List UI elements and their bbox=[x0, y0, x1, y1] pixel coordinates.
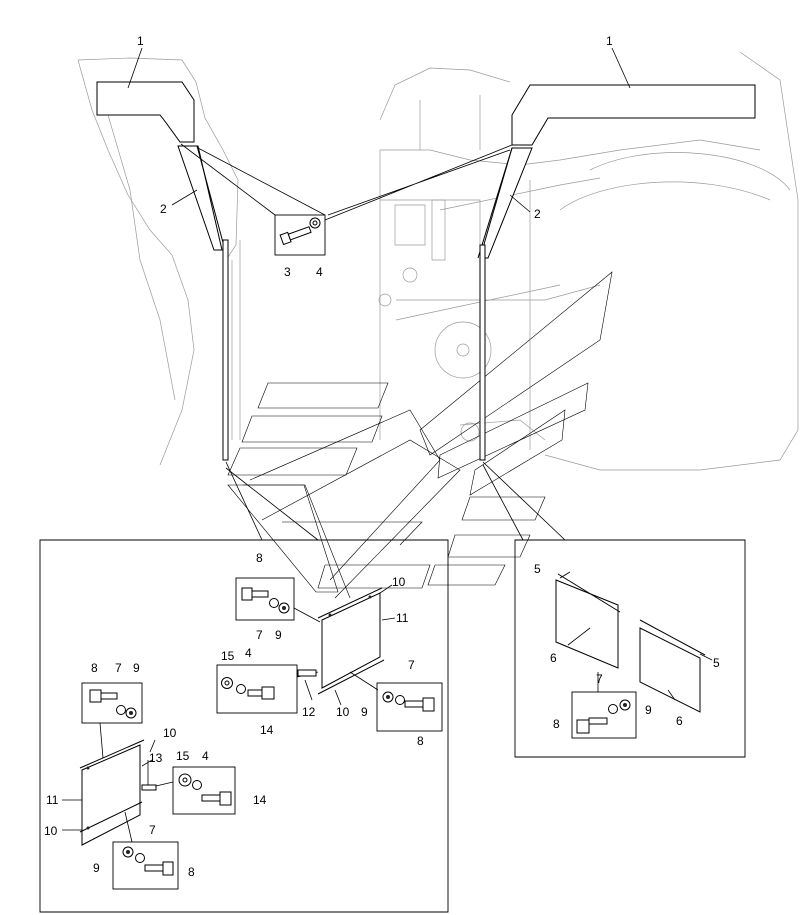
callout-2-left: 2 bbox=[160, 202, 167, 216]
callout-7-b: 7 bbox=[408, 658, 415, 672]
inset-bolt-washer-15-4-14-b bbox=[155, 766, 236, 815]
callout-8-b: 8 bbox=[417, 734, 424, 748]
callout-15-b: 15 bbox=[176, 749, 190, 763]
callout-10-d: 10 bbox=[44, 824, 58, 838]
callout-13: 13 bbox=[149, 751, 163, 765]
callout-10-b: 10 bbox=[336, 705, 350, 719]
inset-bolt-washer-top bbox=[180, 143, 513, 256]
mudflap-frame-right bbox=[482, 461, 746, 758]
fender-right bbox=[477, 84, 756, 461]
callout-6-top: 6 bbox=[550, 651, 557, 665]
inset-bolt-washer-15-4-14-a bbox=[216, 664, 319, 714]
callout-7-a: 7 bbox=[256, 628, 263, 642]
inset-bolt-nut-9-7-8-b bbox=[349, 671, 443, 732]
callout-15-a: 15 bbox=[221, 649, 235, 663]
callout-8-c: 8 bbox=[91, 661, 98, 675]
callout-12: 12 bbox=[302, 705, 316, 719]
callout-4-a: 4 bbox=[245, 646, 252, 660]
inset-bolt-nut-8-7-9-a bbox=[235, 577, 321, 623]
callout-14-b: 14 bbox=[253, 793, 267, 807]
callout-7-d: 7 bbox=[149, 823, 156, 837]
callout-9-c: 9 bbox=[133, 661, 140, 675]
mudflap-assembly-frame-left bbox=[39, 461, 449, 913]
callout-8-e: 8 bbox=[553, 717, 560, 731]
inset-bolt-nut-8-7-9-c bbox=[81, 682, 143, 759]
callout-4-b: 4 bbox=[202, 749, 209, 763]
mudflap-right-b bbox=[639, 619, 706, 713]
steps bbox=[227, 271, 613, 599]
mudflap-center bbox=[317, 587, 385, 695]
callout-labels: 1 1 2 2 3 4 8 10 7 9 11 15 4 7 12 10 9 1… bbox=[44, 34, 720, 879]
inset-bolt-nut-9-7-8-d bbox=[112, 811, 179, 890]
callout-5-top: 5 bbox=[534, 562, 541, 576]
callout-1-left: 1 bbox=[137, 34, 144, 48]
callout-3: 3 bbox=[284, 265, 291, 279]
inset-bolt-nut-right bbox=[571, 672, 637, 739]
callout-4-top: 4 bbox=[316, 265, 323, 279]
callout-6-bottom: 6 bbox=[676, 714, 683, 728]
callout-9-a: 9 bbox=[275, 628, 282, 642]
callout-2-right: 2 bbox=[534, 207, 541, 221]
callout-9-b: 9 bbox=[361, 705, 368, 719]
label-leaders bbox=[62, 47, 713, 831]
fender-left bbox=[96, 81, 229, 461]
callout-5-bottom: 5 bbox=[713, 656, 720, 670]
callout-7-c: 7 bbox=[115, 661, 122, 675]
callout-11-b: 11 bbox=[46, 793, 59, 807]
mudflap-lower-left bbox=[79, 739, 157, 846]
callout-1-right: 1 bbox=[606, 34, 613, 48]
callout-14-a: 14 bbox=[260, 723, 274, 737]
callout-8-d: 8 bbox=[188, 865, 195, 879]
machine-background bbox=[77, 51, 799, 471]
callout-10-c: 10 bbox=[163, 726, 177, 740]
callout-8-a: 8 bbox=[256, 551, 263, 565]
callout-9-e: 9 bbox=[645, 703, 652, 717]
callout-10-a: 10 bbox=[392, 575, 406, 589]
callout-9-d: 9 bbox=[93, 861, 100, 875]
mudflap-right-a bbox=[555, 573, 621, 669]
callout-7-e: 7 bbox=[596, 672, 603, 686]
callout-11-a: 11 bbox=[396, 611, 409, 625]
